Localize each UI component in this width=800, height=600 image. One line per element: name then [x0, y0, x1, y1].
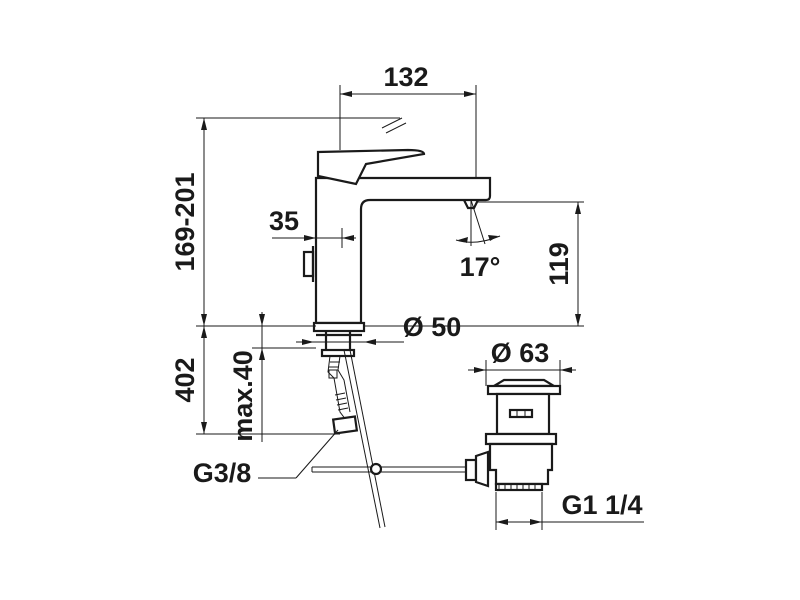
- dimension-base-diameter: Ø 50: [296, 312, 461, 345]
- dimension-waste-thread: G1 1/4: [495, 490, 644, 530]
- dimension-waste-diameter: Ø 63: [468, 338, 576, 386]
- total-height-label: 169-201: [170, 172, 200, 271]
- lever-handle: [316, 148, 426, 186]
- faucet-body: [302, 117, 492, 358]
- max-deck-label: max.40: [228, 350, 258, 442]
- dimension-spout-angle: 17°: [455, 199, 501, 282]
- below-deck-label: 402: [170, 357, 200, 402]
- label-connection-thread: G3/8: [193, 429, 339, 488]
- base-diameter-label: Ø 50: [403, 312, 462, 342]
- dimension-max-deck: max.40: [228, 312, 316, 442]
- connection-thread-label: G3/8: [193, 458, 252, 488]
- supply-connections: [311, 349, 490, 529]
- waste-thread-label: G1 1/4: [561, 490, 642, 520]
- lever-offset-label: 35: [269, 206, 299, 236]
- spout-angle-label: 17°: [460, 252, 501, 282]
- dimension-spout-reach: 132: [339, 62, 477, 178]
- spout-reach-label: 132: [383, 62, 428, 92]
- dimension-spout-height: 119: [364, 201, 584, 327]
- popup-waste: [484, 378, 562, 492]
- dimension-below-deck: 402: [170, 326, 340, 435]
- spout-height-label: 119: [544, 242, 574, 286]
- dimension-lever-offset: 35: [269, 206, 356, 248]
- waste-diameter-label: Ø 63: [491, 338, 550, 368]
- dimension-total-height: 169-201: [170, 117, 400, 327]
